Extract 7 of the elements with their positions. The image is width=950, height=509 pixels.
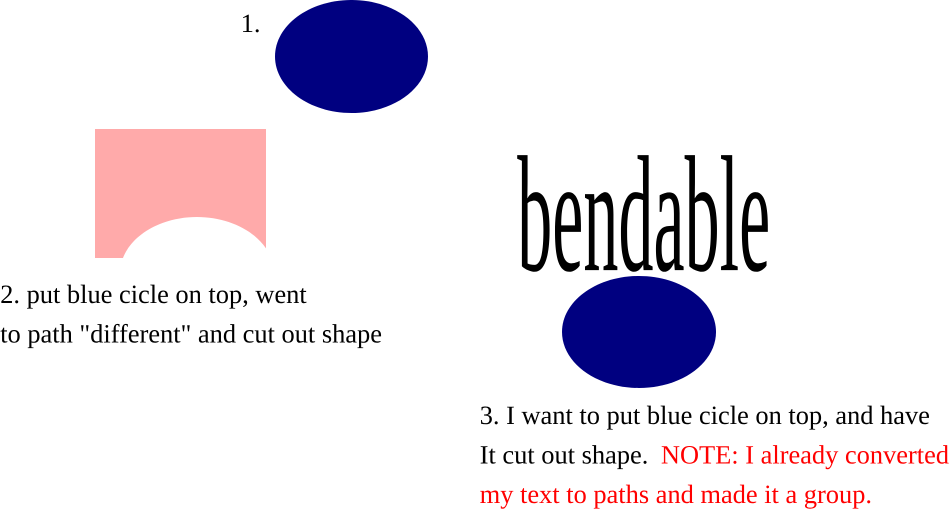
caption-text: 2. put blue cicle on top, went to path "different" and cut out shape: [0, 284, 382, 348]
caption-text: 3. I want to put blue cicle on top, and have It cut out shape. NOTE: I already converted my text to paths and made it a group.: [480, 406, 949, 509]
ellipse: [562, 276, 716, 388]
ellipse: [275, 0, 428, 113]
stretched-word: bendable: [517, 155, 768, 272]
step-number: 1.: [243, 14, 259, 32]
cutout-shape: [95, 129, 266, 258]
